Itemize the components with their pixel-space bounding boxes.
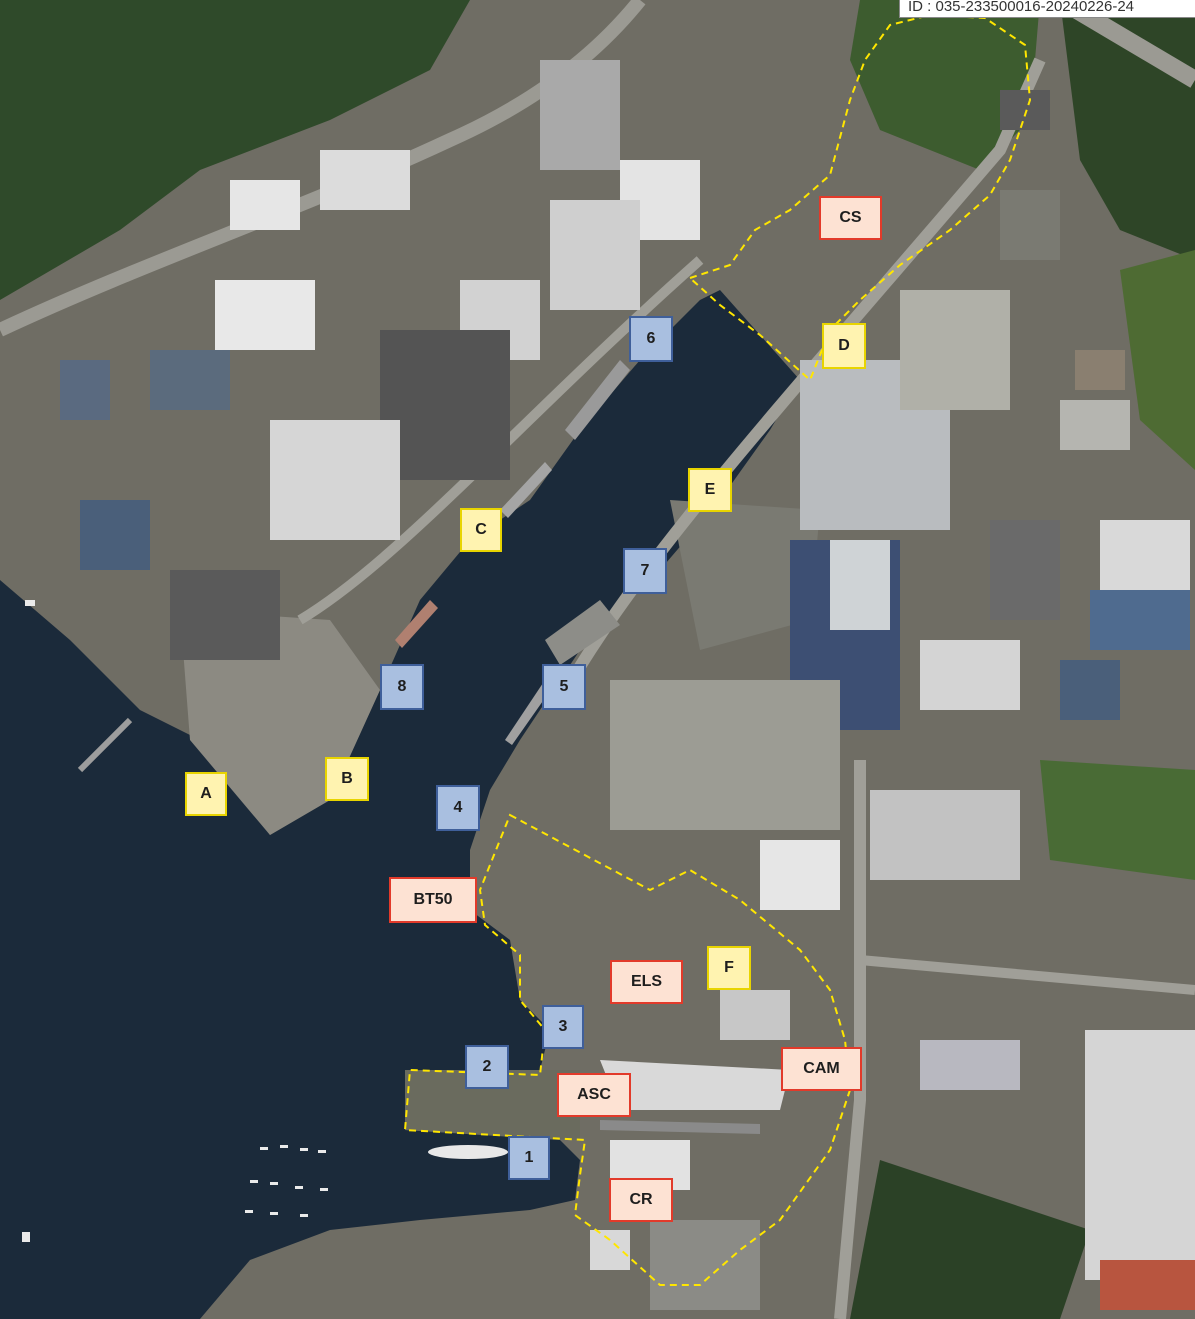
map-label-asc: ASC [557, 1073, 631, 1117]
map-label-4: 4 [436, 785, 480, 831]
map-label-5: 5 [542, 664, 586, 710]
image-id-banner: ID : 035-233500016-20240226-24 [899, 0, 1195, 18]
map-label-d: D [822, 323, 866, 369]
map-label-b: B [325, 757, 369, 801]
map-label-2: 2 [465, 1045, 509, 1089]
map-label-bt50: BT50 [389, 877, 477, 923]
map-label-e: E [688, 468, 732, 512]
map-label-f: F [707, 946, 751, 990]
map-label-3: 3 [542, 1005, 584, 1049]
map-label-a: A [185, 772, 227, 816]
map-label-7: 7 [623, 548, 667, 594]
map-label-8: 8 [380, 664, 424, 710]
map-label-cr: CR [609, 1178, 673, 1222]
map-label-els: ELS [610, 960, 683, 1004]
map-label-c: C [460, 508, 502, 552]
map-label-6: 6 [629, 316, 673, 362]
map-label-1: 1 [508, 1136, 550, 1180]
map-label-cs: CS [819, 196, 882, 240]
map-label-cam: CAM [781, 1047, 862, 1091]
